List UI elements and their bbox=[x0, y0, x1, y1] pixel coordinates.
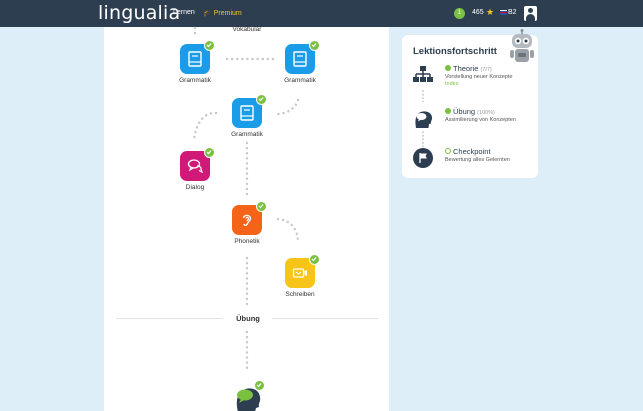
exercise-section-label: Übung bbox=[236, 314, 260, 323]
lesson-tile[interactable] bbox=[285, 254, 320, 288]
nav-premium-label: Premium bbox=[213, 10, 242, 17]
lesson-node-grammatik-3[interactable]: Grammatik bbox=[217, 94, 277, 138]
lesson-tile[interactable] bbox=[232, 201, 267, 235]
step-title-text: Checkpoint bbox=[453, 147, 491, 156]
completed-check-icon bbox=[204, 40, 215, 51]
lesson-node-dialog[interactable]: Dialog bbox=[165, 147, 225, 191]
uk-flag-icon bbox=[500, 10, 507, 15]
divider-right bbox=[272, 318, 378, 319]
step-title: Übung(100%) bbox=[445, 107, 495, 116]
completed-check-icon bbox=[309, 40, 320, 51]
lesson-node-label: Schreiben bbox=[285, 291, 315, 298]
points-count: 465 bbox=[472, 9, 484, 16]
step-connector bbox=[422, 90, 424, 102]
index-link[interactable]: Index bbox=[445, 81, 459, 87]
robot-mascot-icon bbox=[510, 29, 534, 62]
completed-check-icon bbox=[309, 254, 320, 265]
completed-check-icon bbox=[256, 94, 267, 105]
step-connector bbox=[422, 131, 424, 147]
nav-premium-link[interactable]: 🎓Premium bbox=[203, 9, 242, 17]
step-title: Checkpoint bbox=[445, 147, 491, 156]
lesson-tile[interactable] bbox=[180, 147, 215, 181]
user-head-shape bbox=[528, 8, 533, 13]
lesson-node-grammatik-1[interactable]: Grammatik bbox=[165, 40, 225, 84]
vokabular-label: Vokabular bbox=[232, 26, 262, 33]
logo[interactable]: lingualia bbox=[98, 2, 181, 24]
top-nav-bar: lingualia Lernen 🎓Premium 1 465 ★ B2 bbox=[0, 0, 643, 27]
lesson-node-phonetik[interactable]: Phonetik bbox=[217, 201, 277, 245]
step-count: (100%) bbox=[477, 110, 495, 116]
completed-check-icon bbox=[204, 147, 215, 158]
lesson-node-label: Phonetik bbox=[234, 238, 260, 245]
lesson-node-label: Dialog bbox=[185, 184, 205, 191]
book-icon bbox=[293, 51, 307, 67]
book-icon bbox=[240, 105, 254, 121]
step-status-icon bbox=[445, 108, 451, 114]
level-badge[interactable]: B2 bbox=[508, 9, 517, 16]
lesson-node-schreiben[interactable]: Schreiben bbox=[270, 254, 330, 298]
lesson-node-label: Grammatik bbox=[284, 77, 316, 84]
star-icon: ★ bbox=[486, 7, 495, 17]
step-title-text: Übung bbox=[453, 107, 476, 116]
streak-badge[interactable]: 1 bbox=[454, 8, 465, 19]
divider-left bbox=[116, 318, 223, 319]
lesson-node-grammatik-2[interactable]: Grammatik bbox=[270, 40, 330, 84]
practice-node[interactable] bbox=[232, 380, 265, 411]
progress-card-title: Lektionsfortschritt bbox=[413, 46, 497, 57]
step-status-icon bbox=[445, 148, 451, 154]
hierarchy-icon bbox=[413, 66, 433, 82]
head-speech-icon bbox=[236, 388, 261, 411]
step-description: Bewertung alles Gelernten bbox=[445, 157, 510, 163]
flag-icon bbox=[413, 148, 433, 168]
progress-step-checkpoint[interactable]: Checkpoint Bewertung alles Gelernten bbox=[402, 147, 538, 177]
head-speech-icon bbox=[415, 111, 433, 128]
keyboard-icon bbox=[292, 268, 307, 278]
step-title: Theorie(7/7) bbox=[445, 64, 492, 73]
step-description: Vorstellung neuer Konzepte bbox=[445, 74, 513, 80]
speech-bubbles-icon bbox=[187, 159, 203, 174]
completed-check-icon bbox=[256, 201, 267, 212]
user-body-shape bbox=[526, 14, 535, 21]
book-icon bbox=[188, 51, 202, 67]
step-status-icon bbox=[445, 65, 451, 71]
graduation-cap-icon: 🎓 bbox=[203, 10, 212, 17]
nav-learn-link[interactable]: Lernen bbox=[173, 9, 195, 16]
lesson-progress-card: Lektionsfortschritt Theorie(7/7) Vorstel… bbox=[402, 29, 538, 178]
progress-step-uebung[interactable]: Übung(100%) Assimilierung von Konzepten bbox=[402, 107, 538, 137]
progress-step-theorie[interactable]: Theorie(7/7) Vorstellung neuer Konzepte … bbox=[402, 64, 538, 94]
lesson-tile[interactable] bbox=[232, 94, 267, 128]
avatar[interactable] bbox=[524, 6, 537, 21]
step-title-text: Theorie bbox=[453, 64, 479, 73]
lesson-tile[interactable] bbox=[180, 40, 215, 74]
lesson-node-label: Grammatik bbox=[179, 77, 211, 84]
step-count: (7/7) bbox=[480, 67, 492, 73]
step-description: Assimilierung von Konzepten bbox=[445, 117, 516, 123]
lesson-tile[interactable] bbox=[285, 40, 320, 74]
completed-check-icon bbox=[254, 380, 265, 391]
ear-icon bbox=[242, 214, 252, 226]
lesson-node-label: Grammatik bbox=[231, 131, 263, 138]
